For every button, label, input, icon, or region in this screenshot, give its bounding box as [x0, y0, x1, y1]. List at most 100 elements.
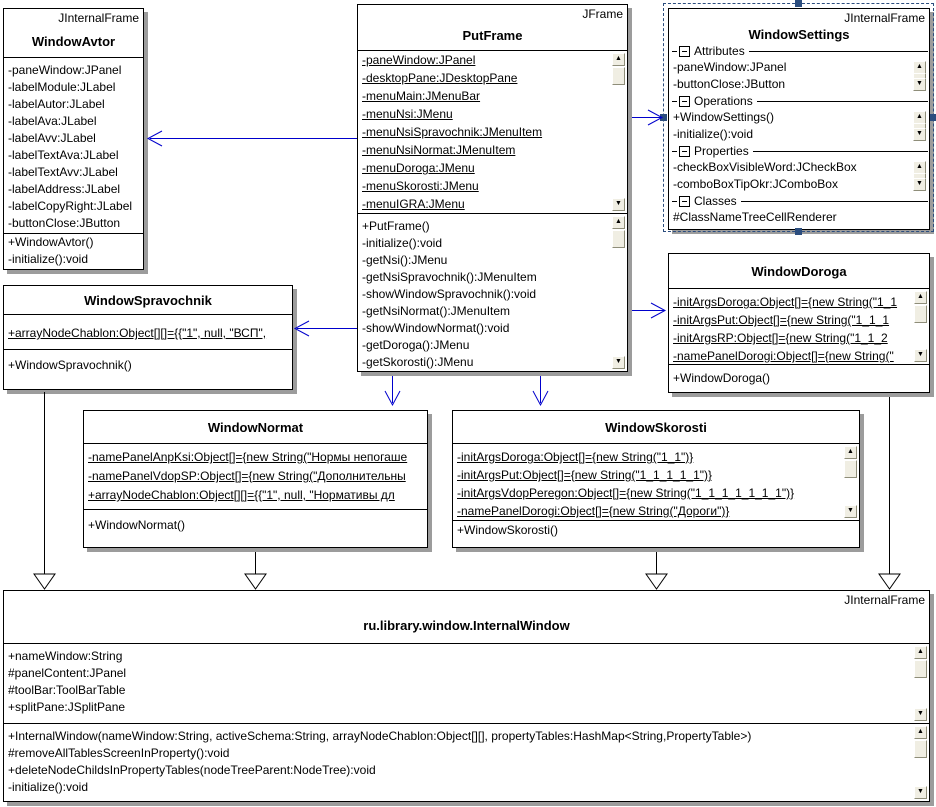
section-header-operations: Operations	[669, 93, 929, 109]
scrollbar[interactable]: ▲ ▼	[913, 61, 926, 91]
operation-item: -initialize():void	[362, 236, 443, 250]
collapse-icon[interactable]	[679, 95, 690, 107]
scroll-thumb[interactable]	[914, 740, 927, 758]
attribute-item: -labelModule:JLabel	[8, 80, 116, 94]
inheritance-windownormat-internalwindow[interactable]	[244, 552, 267, 590]
divider	[756, 100, 928, 102]
operations-compartment: +WindowAvtor() -initialize():void	[4, 233, 143, 269]
attribute-item: +arrayNodeChablon:Object[][]={{"1", null…	[8, 326, 267, 340]
scroll-up-button[interactable]: ▲	[612, 53, 625, 66]
attribute-item: -buttonClose:JButton	[8, 216, 121, 230]
class-name: WindowSpravochnik	[84, 292, 212, 308]
class-box-windownormat[interactable]: WindowNormat -namePanelAnpKsi:Object[]={…	[83, 410, 428, 548]
class-name: WindowAvtor	[31, 33, 116, 49]
scroll-up-button[interactable]: ▲	[914, 726, 927, 739]
scroll-down-button[interactable]: ▼	[612, 198, 625, 211]
scroll-down-button[interactable]: ▼	[913, 128, 926, 141]
attribute-item: -desktopPane:JDesktopPane	[362, 71, 518, 85]
class-box-windowskorosti[interactable]: WindowSkorosti -initArgsDoroga:Object[]=…	[452, 410, 860, 548]
class-name: WindowSkorosti	[605, 419, 707, 435]
scroll-up-button[interactable]: ▲	[913, 161, 926, 174]
scroll-up-button[interactable]: ▲	[844, 446, 857, 459]
scrollbar[interactable]: ▲ ▼	[913, 161, 926, 191]
scroll-thumb[interactable]	[914, 660, 927, 678]
operation-item: -showWindowNormat():void	[362, 321, 510, 335]
selection-handle[interactable]	[794, 0, 802, 7]
class-box-windowsettings[interactable]: JInternalFrame WindowSettings Attributes…	[668, 8, 930, 230]
scroll-up-button[interactable]: ▲	[612, 216, 625, 229]
selection-handle[interactable]	[930, 113, 936, 121]
scrollbar[interactable]: ▲ ▼	[914, 291, 927, 362]
attributes-compartment: -paneWindow:JPanel -labelModule:JLabel -…	[4, 57, 143, 233]
class-box-internalwindow[interactable]: JInternalFrame ru.library.window.Interna…	[3, 590, 930, 802]
attributes-compartment: -paneWindow:JPanel -desktopPane:JDesktop…	[358, 50, 627, 213]
divider	[740, 200, 928, 202]
arrow-putframe-to-windownormat[interactable]	[384, 376, 401, 407]
scrollbar[interactable]: ▲ ▼	[612, 216, 625, 369]
operation-item: -getDoroga():JMenu	[362, 338, 470, 352]
arrow-putframe-to-windowdoroga[interactable]	[632, 302, 667, 319]
attribute-item: -paneWindow:JPanel	[673, 60, 787, 74]
collapse-icon[interactable]	[679, 45, 690, 57]
inheritance-windowspravochnik-internalwindow[interactable]	[33, 392, 56, 590]
section-header-attributes: Attributes	[669, 43, 929, 59]
operations-compartment: +WindowNormat()	[84, 509, 427, 547]
arrow-putframe-to-windowsettings[interactable]	[632, 109, 664, 126]
attribute-item: -initArgsDoroga:Object[]={new String("1_…	[673, 295, 898, 309]
attributes-compartment: +arrayNodeChablon:Object[][]={{"1", null…	[4, 314, 292, 349]
scroll-down-button[interactable]: ▼	[914, 786, 927, 799]
operation-item: -getNsiNormat():JMenuItem	[362, 304, 511, 318]
scroll-down-button[interactable]: ▼	[913, 178, 926, 191]
scrollbar[interactable]: ▲ ▼	[914, 726, 927, 799]
operations-compartment: +PutFrame() -initialize():void -getNsi()…	[358, 213, 627, 371]
scroll-down-button[interactable]: ▼	[914, 349, 927, 362]
section-items: -paneWindow:JPanel -buttonClose:JButton …	[669, 59, 929, 93]
collapse-icon[interactable]	[679, 145, 690, 157]
attribute-item: -labelTextAva:JLabel	[8, 148, 119, 162]
class-name: WindowSettings	[748, 26, 850, 42]
selection-handle[interactable]	[794, 228, 802, 235]
scroll-up-button[interactable]: ▲	[914, 646, 927, 659]
operation-item: +WindowSkorosti()	[457, 523, 559, 537]
arrow-putframe-to-windowspravochnik[interactable]	[293, 320, 357, 337]
section-label: Properties	[694, 144, 749, 158]
attribute-item: -menuDoroga:JMenu	[362, 161, 475, 175]
attribute-item: -buttonClose:JButton	[673, 77, 786, 91]
stereotype-label: JInternalFrame	[844, 11, 925, 25]
scroll-down-button[interactable]: ▼	[844, 505, 857, 518]
inheritance-windowdoroga-internalwindow[interactable]	[878, 397, 901, 590]
class-name: WindowNormat	[207, 419, 304, 435]
scroll-thumb[interactable]	[612, 67, 625, 85]
class-box-windowspravochnik[interactable]: WindowSpravochnik +arrayNodeChablon:Obje…	[3, 285, 293, 390]
arrow-putframe-to-windowskorosti[interactable]	[532, 376, 549, 407]
scrollbar[interactable]: ▲ ▼	[913, 111, 926, 141]
collapse-icon[interactable]	[679, 195, 690, 207]
title-compartment: JInternalFrame WindowAvtor	[4, 9, 143, 57]
scroll-down-button[interactable]: ▼	[612, 356, 625, 369]
scroll-up-button[interactable]: ▲	[914, 291, 927, 304]
attribute-item: -labelCopyRight:JLabel	[8, 199, 133, 213]
attribute-item: -menuNsiNormat:JMenuItem	[362, 143, 516, 157]
scroll-thumb[interactable]	[914, 305, 927, 323]
class-box-windowavtor[interactable]: JInternalFrame WindowAvtor -paneWindow:J…	[3, 8, 144, 270]
arrow-putframe-to-windowavtor[interactable]	[146, 130, 357, 147]
title-compartment: JInternalFrame ru.library.window.Interna…	[4, 591, 929, 643]
class-box-windowdoroga[interactable]: WindowDoroga -initArgsDoroga:Object[]={n…	[668, 253, 930, 393]
operation-item: +WindowDoroga()	[673, 371, 771, 385]
selection-handle[interactable]	[660, 113, 667, 121]
attribute-item: -namePanelDorogi:Object[]={new String("	[673, 349, 894, 363]
scroll-thumb[interactable]	[844, 460, 857, 478]
scroll-down-button[interactable]: ▼	[914, 708, 927, 721]
scroll-down-button[interactable]: ▼	[913, 78, 926, 91]
attribute-item: -labelAddress:JLabel	[8, 182, 121, 196]
inheritance-windowskorosti-internalwindow[interactable]	[645, 552, 668, 590]
attribute-item: #toolBar:ToolBarTable	[8, 683, 126, 697]
property-item: -checkBoxVisibleWord:JCheckBox	[673, 160, 857, 174]
selection-border[interactable]	[660, 0, 936, 235]
scrollbar[interactable]: ▲ ▼	[844, 446, 857, 518]
scrollbar[interactable]: ▲ ▼	[914, 646, 927, 721]
scroll-thumb[interactable]	[612, 230, 625, 248]
scrollbar[interactable]: ▲ ▼	[612, 53, 625, 211]
class-box-putframe[interactable]: JFrame PutFrame -paneWindow:JPanel -desk…	[357, 4, 628, 372]
attributes-compartment: -namePanelAnpKsi:Object[]={new String("Н…	[84, 443, 427, 509]
